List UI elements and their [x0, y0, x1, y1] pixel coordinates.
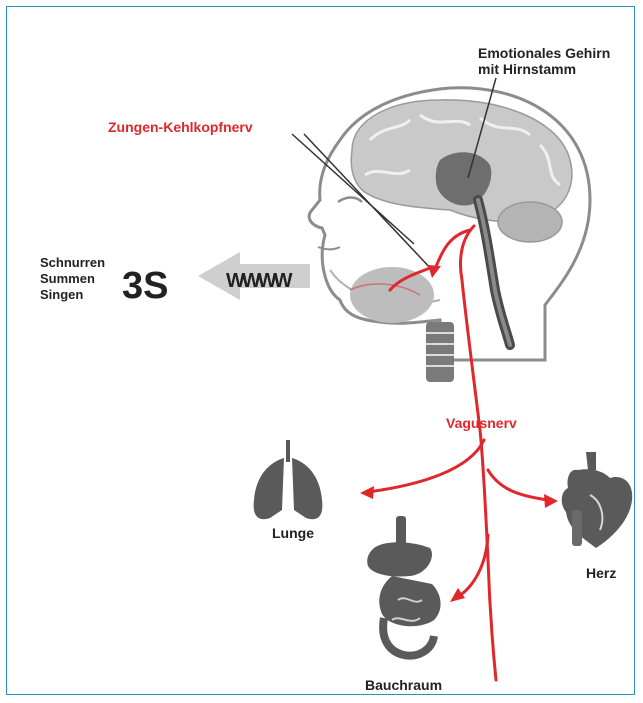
emotional-brain-label-line1: Emotionales Gehirn: [478, 45, 610, 61]
emotional-brain-label-line2: mit Hirnstamm: [478, 61, 576, 77]
activity-singing-label: Singen: [40, 287, 83, 302]
trachea-icon: [426, 322, 454, 382]
activity-humming-label: Summen: [40, 271, 95, 286]
tongue-icon: [350, 267, 434, 323]
vagus-nerve-label: Vagusnerv: [446, 415, 517, 431]
activity-purring-label: Schnurren: [40, 255, 105, 270]
lung-icon: [254, 440, 323, 519]
glossopharyngeal-nerve-label: Zungen-Kehlkopfnerv: [108, 119, 253, 135]
lung-label: Lunge: [272, 525, 314, 541]
three-s-label: 3S: [122, 265, 168, 307]
digestive-organs-icon: [367, 516, 440, 656]
abdomen-label: Bauchraum: [365, 677, 442, 693]
heart-label: Herz: [586, 565, 616, 581]
heart-icon: [562, 452, 632, 548]
sound-wave-label: WWWW: [226, 270, 293, 292]
